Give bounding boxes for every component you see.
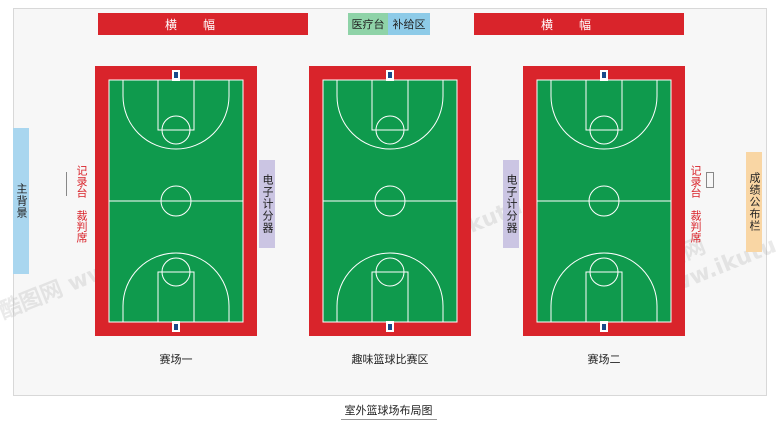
record-table-left: 记录台: [75, 165, 88, 198]
electronic-scoreboard-left: 电子计分器: [259, 160, 275, 248]
banner-left: 横幅: [98, 13, 308, 35]
medical-station: 医疗台: [348, 13, 388, 35]
table-marks-right: [706, 172, 714, 188]
main-backdrop: 主背景: [13, 128, 29, 274]
court-2-lines: [322, 70, 458, 332]
court-1-label: 赛场一: [159, 353, 193, 366]
court-1: [95, 66, 257, 336]
table-marks-left: [66, 172, 72, 196]
electronic-scoreboard-right: 电子计分器: [503, 160, 519, 248]
referee-seat-left: 裁判席: [75, 210, 88, 243]
diagram-title-text: 室外篮球场布局图: [340, 404, 437, 420]
court-1-lines: [108, 70, 244, 332]
results-board: 成绩公布栏: [746, 152, 762, 252]
court-3-label: 赛场二: [587, 353, 621, 366]
diagram-title: 室外篮球场布局图: [0, 402, 777, 420]
court-3-lines: [536, 70, 672, 332]
court-2-label: 趣味篮球比赛区: [351, 353, 429, 366]
supply-area: 补给区: [388, 13, 430, 35]
record-table-right: 记录台: [689, 165, 702, 198]
court-2: [309, 66, 471, 336]
referee-seat-right: 裁判席: [689, 210, 702, 243]
court-3: [523, 66, 685, 336]
banner-right: 横幅: [474, 13, 684, 35]
